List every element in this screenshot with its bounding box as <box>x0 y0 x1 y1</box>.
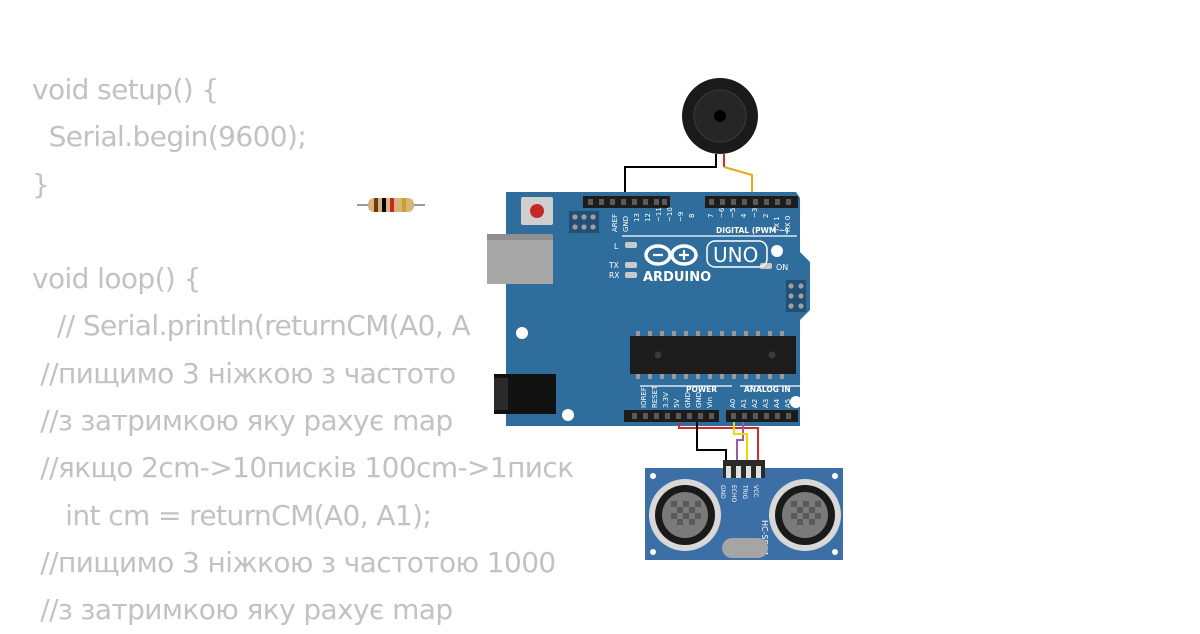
arduino-uno-board[interactable]: AREF GND 13 12 ~11 ~10 ~9 8 7 ~6 ~5 4 ~3… <box>487 192 810 426</box>
digital-header-label: DIGITAL (PWM ~) <box>716 226 789 235</box>
sensor-model: HC-SR04 <box>760 520 769 555</box>
code-line: // Serial.println(returnCM(A0, A <box>32 309 471 343</box>
pin-label-3: ~3 <box>751 208 759 218</box>
pin-label-a2: A2 <box>751 399 759 408</box>
code-line: int cm = returnCM(A0, A1); <box>32 498 432 532</box>
code-editor-text: void setup() { Serial.begin(9600);} void … <box>32 66 574 634</box>
led-on <box>760 263 772 269</box>
code-line: //якщо 2cm->10писків 100cm->1писк <box>32 451 574 485</box>
pin-label-11: ~11 <box>655 207 663 222</box>
code-line: Serial.begin(9600); <box>32 120 307 154</box>
analog-header-label: ANALOG IN <box>744 385 791 394</box>
pin-label-gnd-1: GND <box>684 392 692 408</box>
code-line: //з затримкою яку рахує map <box>32 404 453 438</box>
piezo-buzzer[interactable] <box>682 78 758 154</box>
pin-label-2: 2 <box>762 214 770 218</box>
led-label-rx: RX <box>609 271 619 280</box>
arduino-logo-icon <box>644 244 698 266</box>
pin-label-5v: 5V <box>673 399 681 408</box>
arduino-model: UNO <box>713 243 758 267</box>
pin-label-7: 7 <box>707 214 715 218</box>
pin-label-a5: A5 <box>784 399 792 408</box>
pin-label-8: 8 <box>688 214 696 218</box>
sensor-pin-echo: ECHO <box>730 485 737 502</box>
wire-buzzer-ground <box>624 154 717 196</box>
pin-label-9: ~9 <box>677 212 685 222</box>
pin-label-4: 4 <box>740 213 748 218</box>
pin-label-5: ~5 <box>729 208 737 218</box>
arduino-brand: ARDUINO <box>643 270 711 285</box>
pin-label-gnd: GND <box>622 216 630 232</box>
wire-buzzer-signal <box>723 166 753 196</box>
ultrasonic-sensor[interactable]: GND ECHO TRIG VCC HC-SR04 <box>645 460 843 560</box>
code-line: void setup() { <box>32 73 219 106</box>
pin-label-10: ~10 <box>666 207 674 222</box>
pin-label-aref: AREF <box>611 214 619 232</box>
pin-label-ioref: IOREF <box>640 387 648 408</box>
code-line: //пищимо 3 ніжкою з частотою 1000 <box>32 545 556 579</box>
code-line: void loop() { <box>32 262 201 296</box>
code-line: //з затримкою яку рахує map <box>32 593 453 627</box>
led-label-on: ON <box>776 263 788 272</box>
pin-label-a3: A3 <box>762 399 770 408</box>
led-tx <box>625 262 637 268</box>
sensor-pin-vcc: VCC <box>752 485 759 497</box>
led-l <box>625 242 637 248</box>
pin-label-reset: RESET <box>651 385 659 408</box>
arduino-logo-symbols <box>653 250 689 260</box>
code-line: //пищимо 3 ніжкою з частото <box>32 356 456 390</box>
pin-label-gnd-2: GND <box>695 392 703 408</box>
wire-sensor-vcc <box>678 422 759 476</box>
pin-label-a4: A4 <box>773 398 781 408</box>
sensor-pin-trig: TRIG <box>741 484 748 500</box>
wire-sensor-echo <box>736 422 744 476</box>
wire-sensor-trig <box>733 422 748 476</box>
usb-port <box>487 234 553 284</box>
pin-label-vin: Vin <box>706 397 714 408</box>
power-header-label: POWER <box>686 385 717 394</box>
pin-label-12: 12 <box>644 213 652 222</box>
pin-label-13: 13 <box>633 213 641 222</box>
led-label-l: L <box>614 242 619 251</box>
pin-label-3v3: 3.3V <box>662 392 670 408</box>
sensor-pin-gnd: GND <box>719 485 726 499</box>
pin-label-rx0: RX 0 <box>784 216 792 232</box>
pin-label-a1: A1 <box>740 399 748 408</box>
led-rx <box>625 272 637 278</box>
pin-label-6: ~6 <box>718 207 726 218</box>
code-line: } <box>32 167 50 201</box>
resistor[interactable] <box>357 198 425 212</box>
pin-label-a0: A0 <box>729 399 737 408</box>
led-label-tx: TX <box>608 261 619 270</box>
pin-label-tx1: TX 1 <box>773 216 781 233</box>
wire-sensor-ground <box>696 422 727 476</box>
